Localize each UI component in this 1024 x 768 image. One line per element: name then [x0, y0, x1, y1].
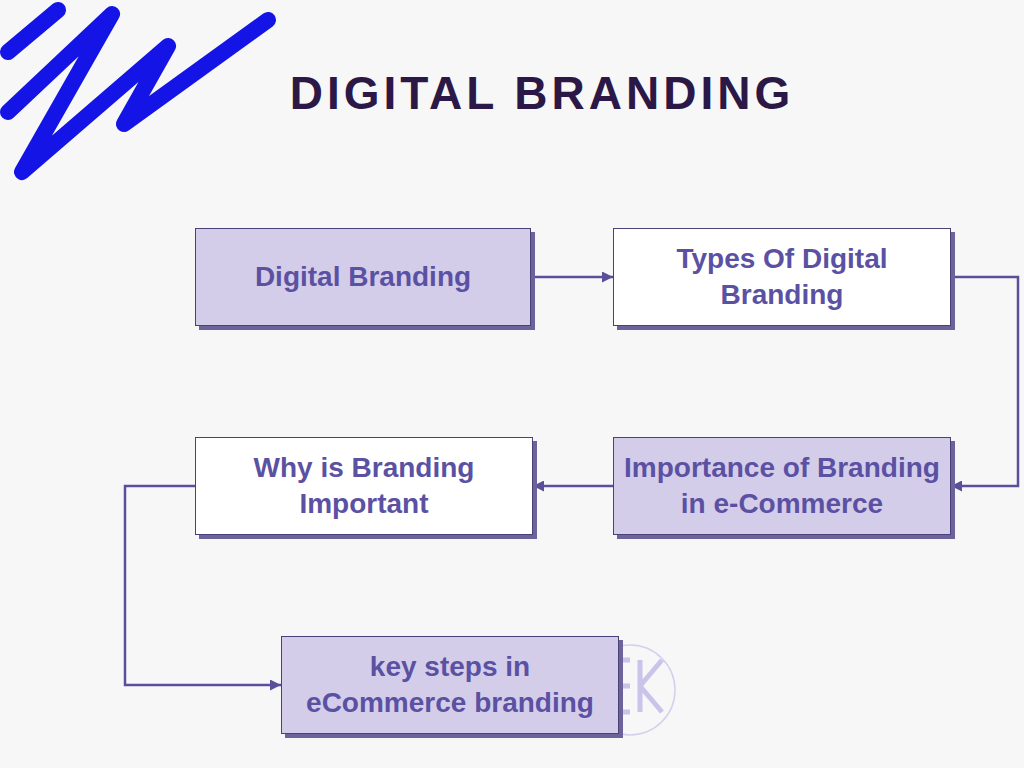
- flow-arrow: [951, 277, 1018, 486]
- box-label: Types Of Digital Branding: [620, 241, 944, 314]
- blue-scribble: [8, 10, 268, 172]
- process-box: Digital Branding: [195, 228, 531, 326]
- box-label: Why is Branding Important: [202, 450, 526, 523]
- box-label: Digital Branding: [255, 259, 471, 295]
- diagram-title: DIGITAL BRANDING: [0, 66, 1024, 120]
- process-box: Importance of Branding in e-Commerce: [613, 437, 951, 535]
- flow-arrow: [533, 485, 613, 488]
- box-label: key steps in eCommerce branding: [288, 649, 612, 722]
- box-label: Importance of Branding in e-Commerce: [620, 450, 944, 523]
- flow-arrow: [531, 276, 613, 279]
- process-box: Why is Branding Important: [195, 437, 533, 535]
- process-box: Types Of Digital Branding: [613, 228, 951, 326]
- process-box: key steps in eCommerce branding: [281, 636, 619, 734]
